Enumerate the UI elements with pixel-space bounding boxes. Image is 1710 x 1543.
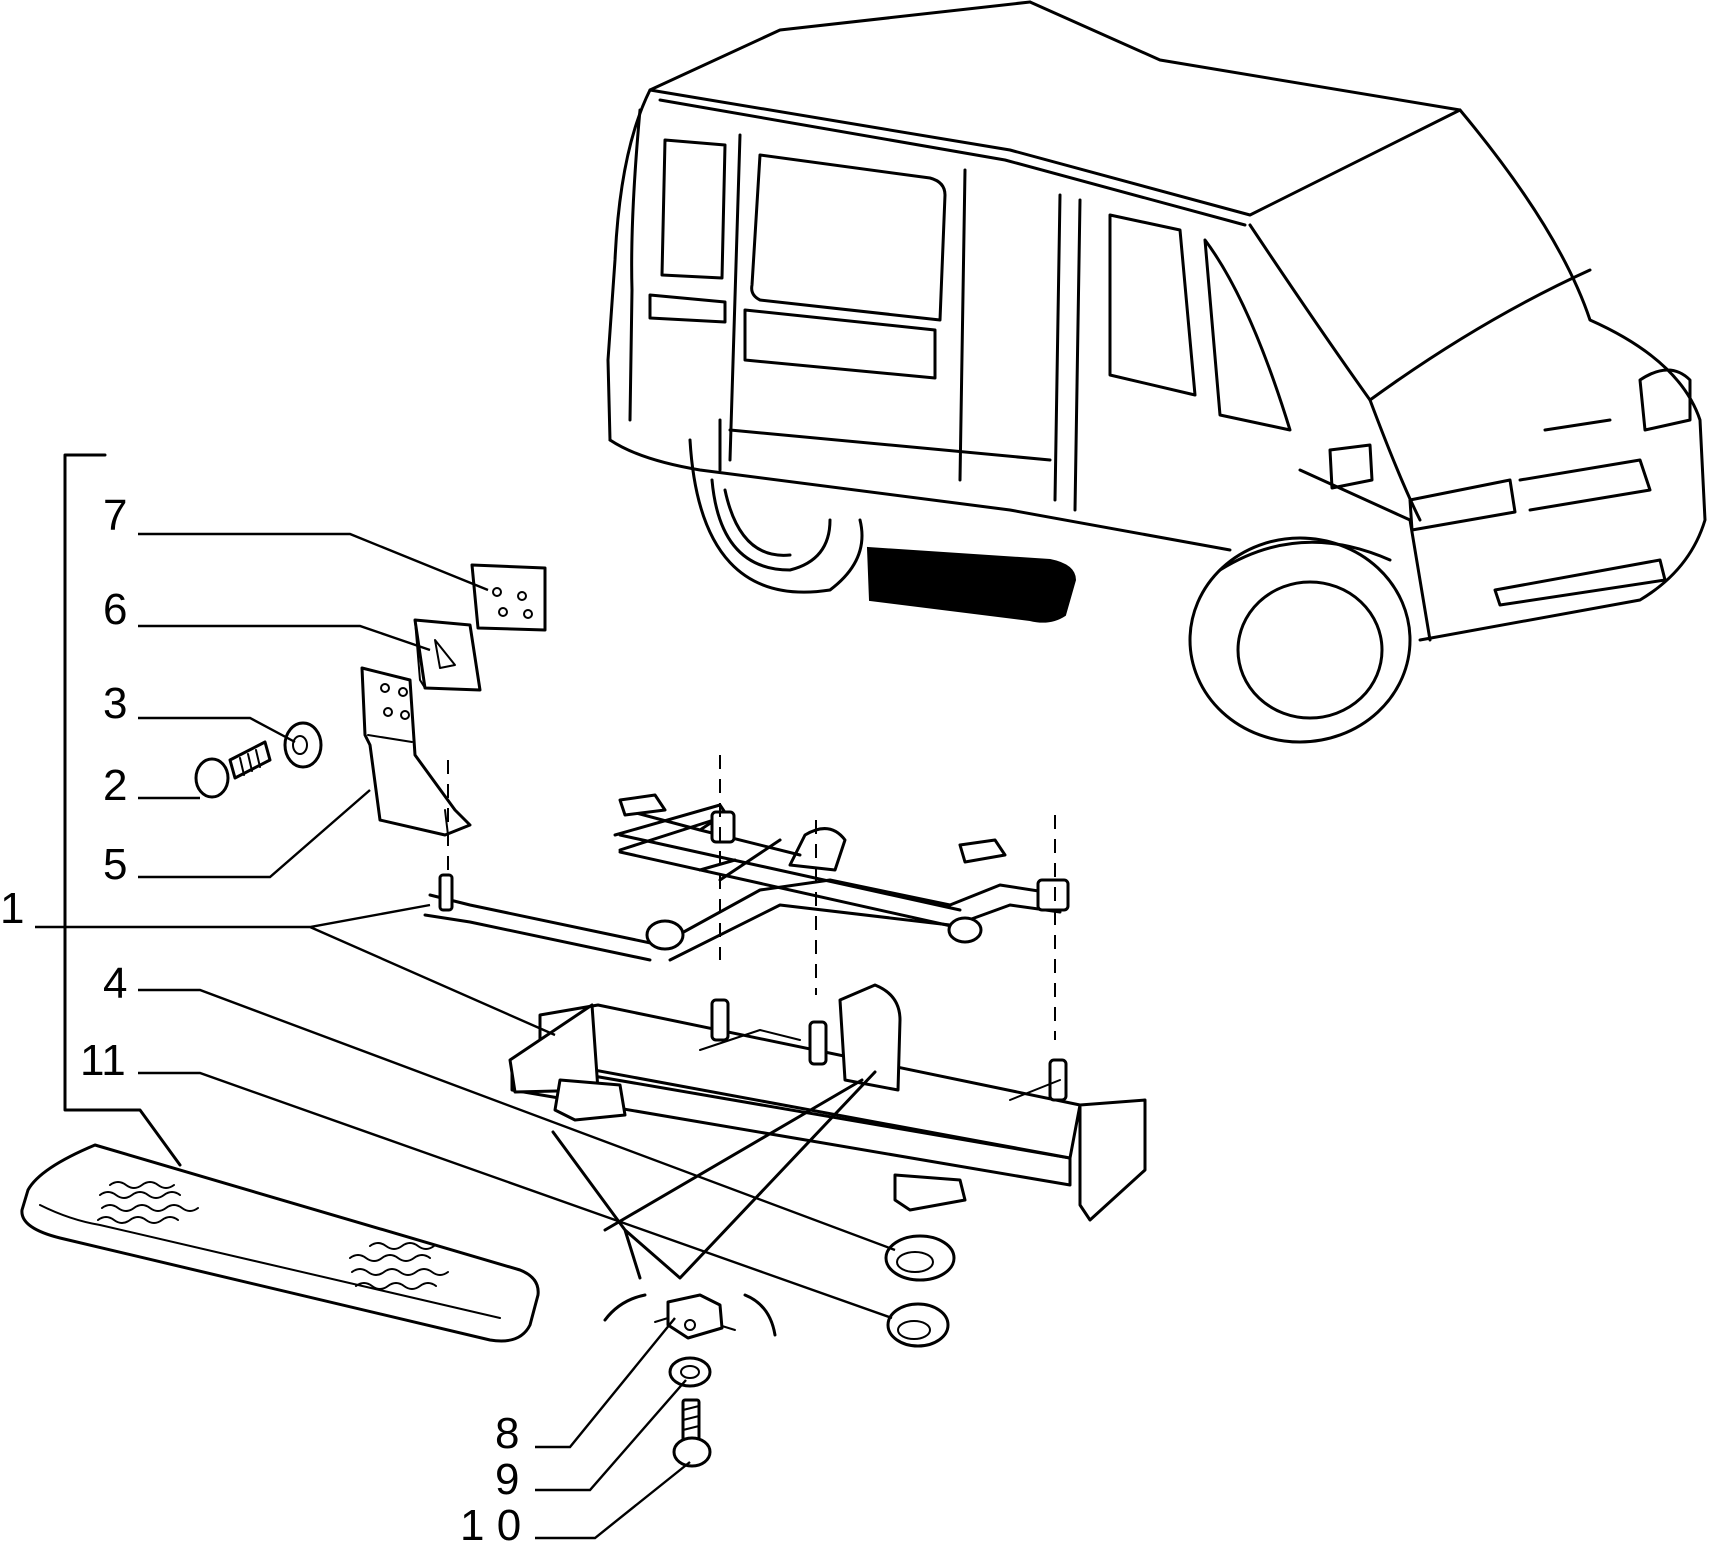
leader-7	[138, 532, 489, 592]
tread-pattern-left	[97, 1181, 199, 1224]
callout-5: 5	[103, 840, 127, 889]
leader-3	[138, 716, 296, 744]
callout-10: 1 0	[460, 1501, 521, 1543]
callout-numbers: 7 6 3 2 5 1 4 11 8 9 1 0	[0, 491, 521, 1543]
detail-arc-left	[603, 1293, 647, 1322]
part-10-bolt	[672, 1398, 712, 1468]
leader-1	[35, 903, 556, 1037]
part-7-plate	[470, 563, 547, 632]
callout-3: 3	[103, 679, 127, 728]
part-11-bush	[886, 1302, 950, 1348]
callout-6: 6	[103, 585, 127, 634]
leader-6	[138, 624, 431, 652]
part-4-crossmember	[508, 983, 1147, 1222]
tread-pattern-right	[349, 1242, 449, 1290]
leader-11	[138, 1071, 893, 1320]
callout-4: 4	[103, 959, 127, 1008]
step-on-van	[866, 546, 1077, 623]
leader-4	[138, 988, 896, 1252]
part-9-washer	[668, 1356, 712, 1388]
detail-pointer	[551, 1070, 877, 1280]
callout-1: 1	[0, 884, 24, 933]
callout-8: 8	[495, 1409, 519, 1458]
callout-9: 9	[495, 1455, 519, 1504]
leader-8	[535, 1317, 676, 1449]
leader-10	[535, 1461, 691, 1540]
part-5-bracket	[360, 666, 472, 837]
detail-arc-right	[743, 1293, 777, 1337]
callout-2: 2	[103, 761, 127, 810]
part-8-clip	[654, 1293, 736, 1340]
part-11-step-tread	[20, 1143, 540, 1343]
part-4-bush	[884, 1234, 956, 1282]
part-6-pad	[413, 618, 482, 692]
part-2-bolt	[194, 740, 272, 799]
leader-5	[138, 789, 371, 879]
part-3-washer	[283, 721, 323, 769]
leader-lines	[35, 532, 896, 1540]
van-illustration	[606, 0, 1707, 744]
callout-11: 11	[80, 1036, 126, 1085]
leader-9	[535, 1379, 687, 1492]
part-1-frame	[423, 793, 1070, 962]
group-bracket	[63, 453, 182, 1167]
callout-7: 7	[103, 491, 127, 540]
